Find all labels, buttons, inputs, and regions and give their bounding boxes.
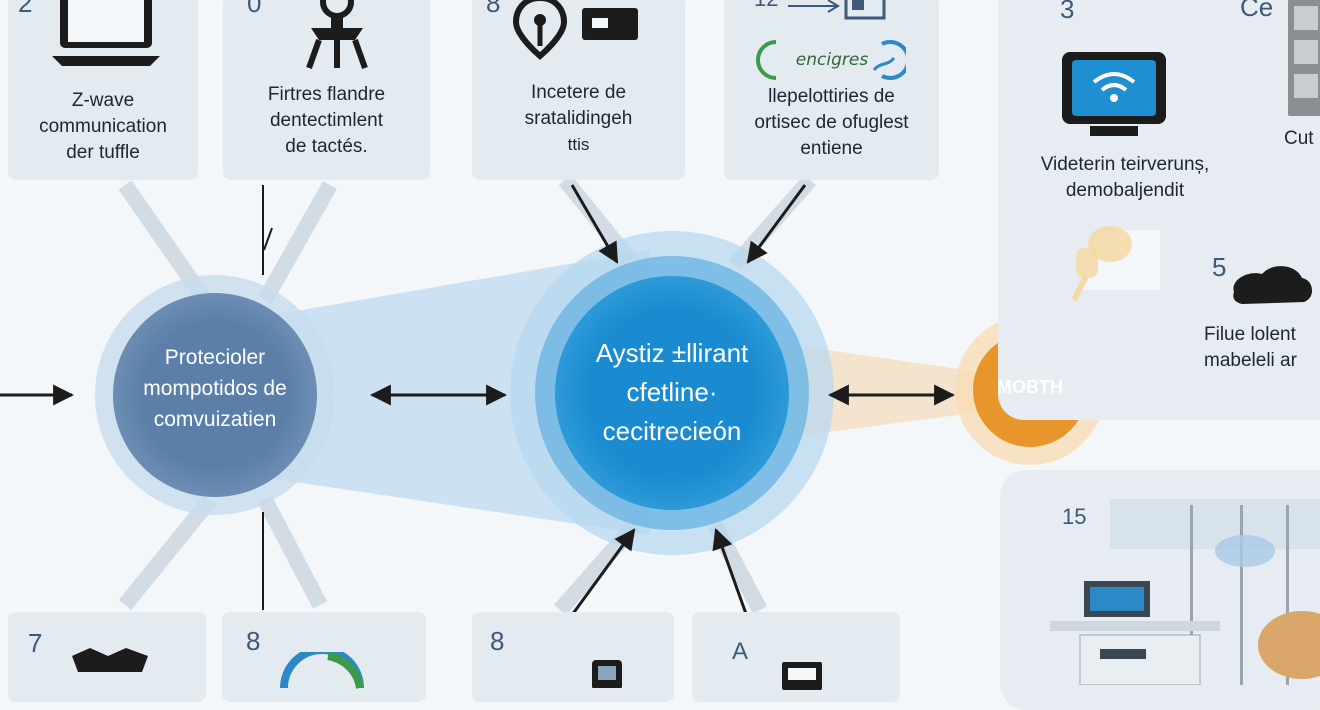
- left-hub-line: Protecioler: [164, 346, 266, 369]
- panel-line: Videterin teirverunș,: [1040, 154, 1210, 175]
- card-line: communication: [39, 116, 167, 137]
- monitor-icon: [52, 0, 160, 66]
- card-line: Incetere de: [530, 82, 627, 103]
- left-hub-circle: [113, 293, 317, 497]
- card-number: 8: [486, 0, 501, 18]
- panel-side-label: Cut: [1284, 128, 1314, 149]
- phone-icon: [592, 660, 622, 688]
- location-pin-icon: [512, 0, 568, 60]
- top-card-3[interactable]: 8 Incetere de sratalidingeh ttis: [472, 0, 685, 180]
- card-line: sratalidingeh: [524, 108, 633, 129]
- bottom-card-3[interactable]: 8: [472, 612, 674, 702]
- top-card-4[interactable]: 12 encigres llepelottiries de ortisec de…: [724, 0, 939, 180]
- top-card-1[interactable]: 2 Z-wave communication der tuffle: [8, 0, 198, 180]
- panel-line: demobaljendit: [1065, 180, 1185, 201]
- tool-icon: [306, 0, 368, 70]
- card-line: de tactés.: [285, 136, 368, 157]
- card-line: llepelottiries de: [768, 86, 895, 107]
- brand-logo-icon: [756, 40, 906, 80]
- wifi-monitor-icon: [1062, 52, 1166, 136]
- center-hub-circle: [555, 276, 789, 510]
- panel-mid-number: 5: [1212, 252, 1227, 282]
- card-reader-icon: [582, 8, 638, 40]
- hand-pointer-icon: [1071, 226, 1132, 302]
- card-line: Z-wave: [71, 90, 135, 111]
- card-number: 8: [490, 626, 505, 656]
- card-number: 8: [246, 626, 261, 656]
- panel-bottom-number: 15: [1062, 504, 1087, 529]
- card-number: 2: [18, 0, 33, 18]
- card-number: 12: [754, 0, 778, 12]
- cloud-blob-icon: [1233, 266, 1313, 304]
- panel-number: 3: [1060, 0, 1075, 24]
- device-icon: [782, 662, 822, 690]
- gauge-icon: [280, 652, 364, 689]
- panel-line: Filue lolent: [1204, 324, 1296, 345]
- router-icon: [788, 0, 886, 20]
- card-number: 0: [247, 0, 262, 18]
- panel-corner-label: Ce: [1240, 0, 1274, 22]
- bottom-card-1[interactable]: 7: [8, 612, 206, 702]
- diagram-canvas: [0, 174, 1105, 626]
- arrows: [0, 184, 956, 626]
- center-hub-line: cfetline·: [626, 377, 718, 407]
- top-card-2[interactable]: 0 Firtres flandre dentectimlent de tacté…: [223, 0, 430, 180]
- machine-icon: [72, 648, 148, 672]
- card-line: der tuffle: [66, 142, 140, 163]
- bottom-card-4[interactable]: A: [692, 612, 900, 702]
- card-line: ttis: [567, 135, 590, 154]
- right-hub-label: MOBTH: [997, 377, 1063, 397]
- left-hub-line: mompotidos de: [143, 377, 287, 400]
- center-hub-line: Aystiz ±llirant: [595, 338, 749, 368]
- card-line: Firtres flandre: [267, 84, 386, 105]
- card-number: A: [732, 638, 749, 665]
- card-line: ortisec de ofuglest: [754, 112, 909, 133]
- bottom-card-2[interactable]: 8: [222, 612, 426, 702]
- office-scene-icon: [1050, 499, 1320, 685]
- card-line: dentectimlent: [269, 110, 383, 131]
- card-number: 7: [28, 628, 43, 658]
- brand-label: encigres: [795, 50, 869, 70]
- card-line: entiene: [800, 138, 863, 159]
- center-hub-line: cecitrecieón: [602, 416, 742, 446]
- panel-line: mabeleli ar: [1204, 350, 1297, 371]
- left-hub-line: comvuizatien: [153, 408, 277, 431]
- shelf-icon: [1288, 0, 1320, 116]
